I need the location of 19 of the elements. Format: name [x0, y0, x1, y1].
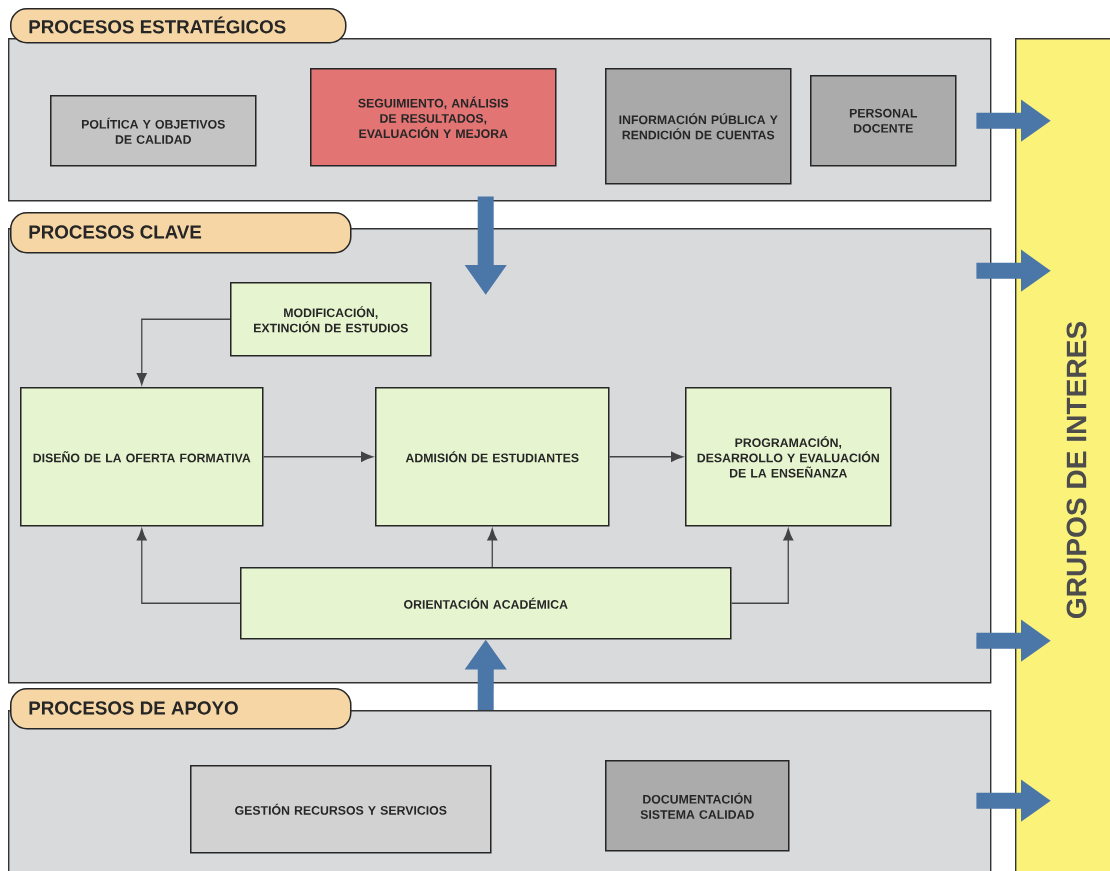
- arrow: [136, 528, 241, 604]
- process-box: SEGUIMIENTO, ANÁLISIS DE RESULTADOS, EVALUACIÓN Y MEJORA: [310, 68, 557, 167]
- arrow: [262, 451, 374, 462]
- process-box: PERSONAL DOCENTE: [810, 75, 957, 167]
- stakeholder-band: GRUPOS DE INTERES: [1015, 38, 1110, 871]
- process-box: DISEÑO DE LA OFERTA FORMATIVA: [20, 387, 264, 527]
- process-box: MODIFICACIÓN, EXTINCIÓN DE ESTUDIOS: [230, 282, 432, 357]
- process-box: INFORMACIÓN PÚBLICA Y RENDICIÓN DE CUENTAS: [605, 68, 792, 185]
- process-box: ADMISIÓN DE ESTUDIANTES: [375, 387, 610, 527]
- process-box: GESTIÓN RECURSOS Y SERVICIOS: [190, 765, 492, 854]
- process-box: ORIENTACIÓN ACADÉMICA: [240, 567, 732, 640]
- arrow: [136, 318, 231, 386]
- process-box: DOCUMENTACIÓN SISTEMA CALIDAD: [605, 760, 790, 852]
- process-box: PROGRAMACIÓN, DESARROLLO Y EVALUACIÓN DE LA ENSEÑANZA: [685, 387, 892, 527]
- arrow: [730, 528, 794, 604]
- node-label: PROCESOS ESTRATÉGICOS: [29, 16, 286, 34]
- process-box: POLÍTICA Y OBJETIVOS DE CALIDAD: [50, 95, 257, 167]
- arrow: [487, 528, 498, 568]
- arrow: [608, 451, 684, 462]
